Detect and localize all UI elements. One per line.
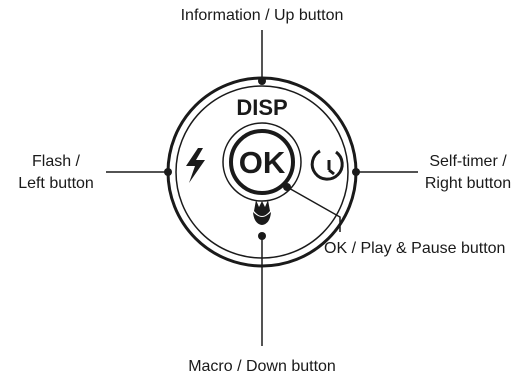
ok-button[interactable]	[229, 129, 295, 195]
callout-right-line2: Right button	[424, 175, 512, 192]
leader-down	[258, 232, 266, 346]
leader-ok	[283, 183, 341, 232]
callout-right-line1: Self-timer /	[429, 153, 507, 170]
callout-down: Macro / Down button	[188, 358, 336, 375]
leader-right	[352, 168, 418, 176]
ok-label: OK	[239, 145, 286, 180]
disp-label[interactable]: DISP	[236, 95, 287, 120]
callout-left-line1: Flash /	[31, 153, 80, 170]
macro-icon[interactable]	[253, 200, 271, 225]
leader-left	[106, 168, 172, 176]
callout-up: Information / Up button	[180, 7, 344, 24]
leader-up	[258, 30, 266, 85]
callout-left-line2: Left button	[18, 175, 94, 192]
callout-left: Flash / Left button	[8, 151, 104, 195]
flash-icon[interactable]	[186, 148, 205, 183]
callout-right: Self-timer / Right button	[418, 151, 518, 195]
self-timer-icon[interactable]	[310, 149, 344, 181]
callout-ok: OK / Play & Pause button	[324, 240, 506, 257]
